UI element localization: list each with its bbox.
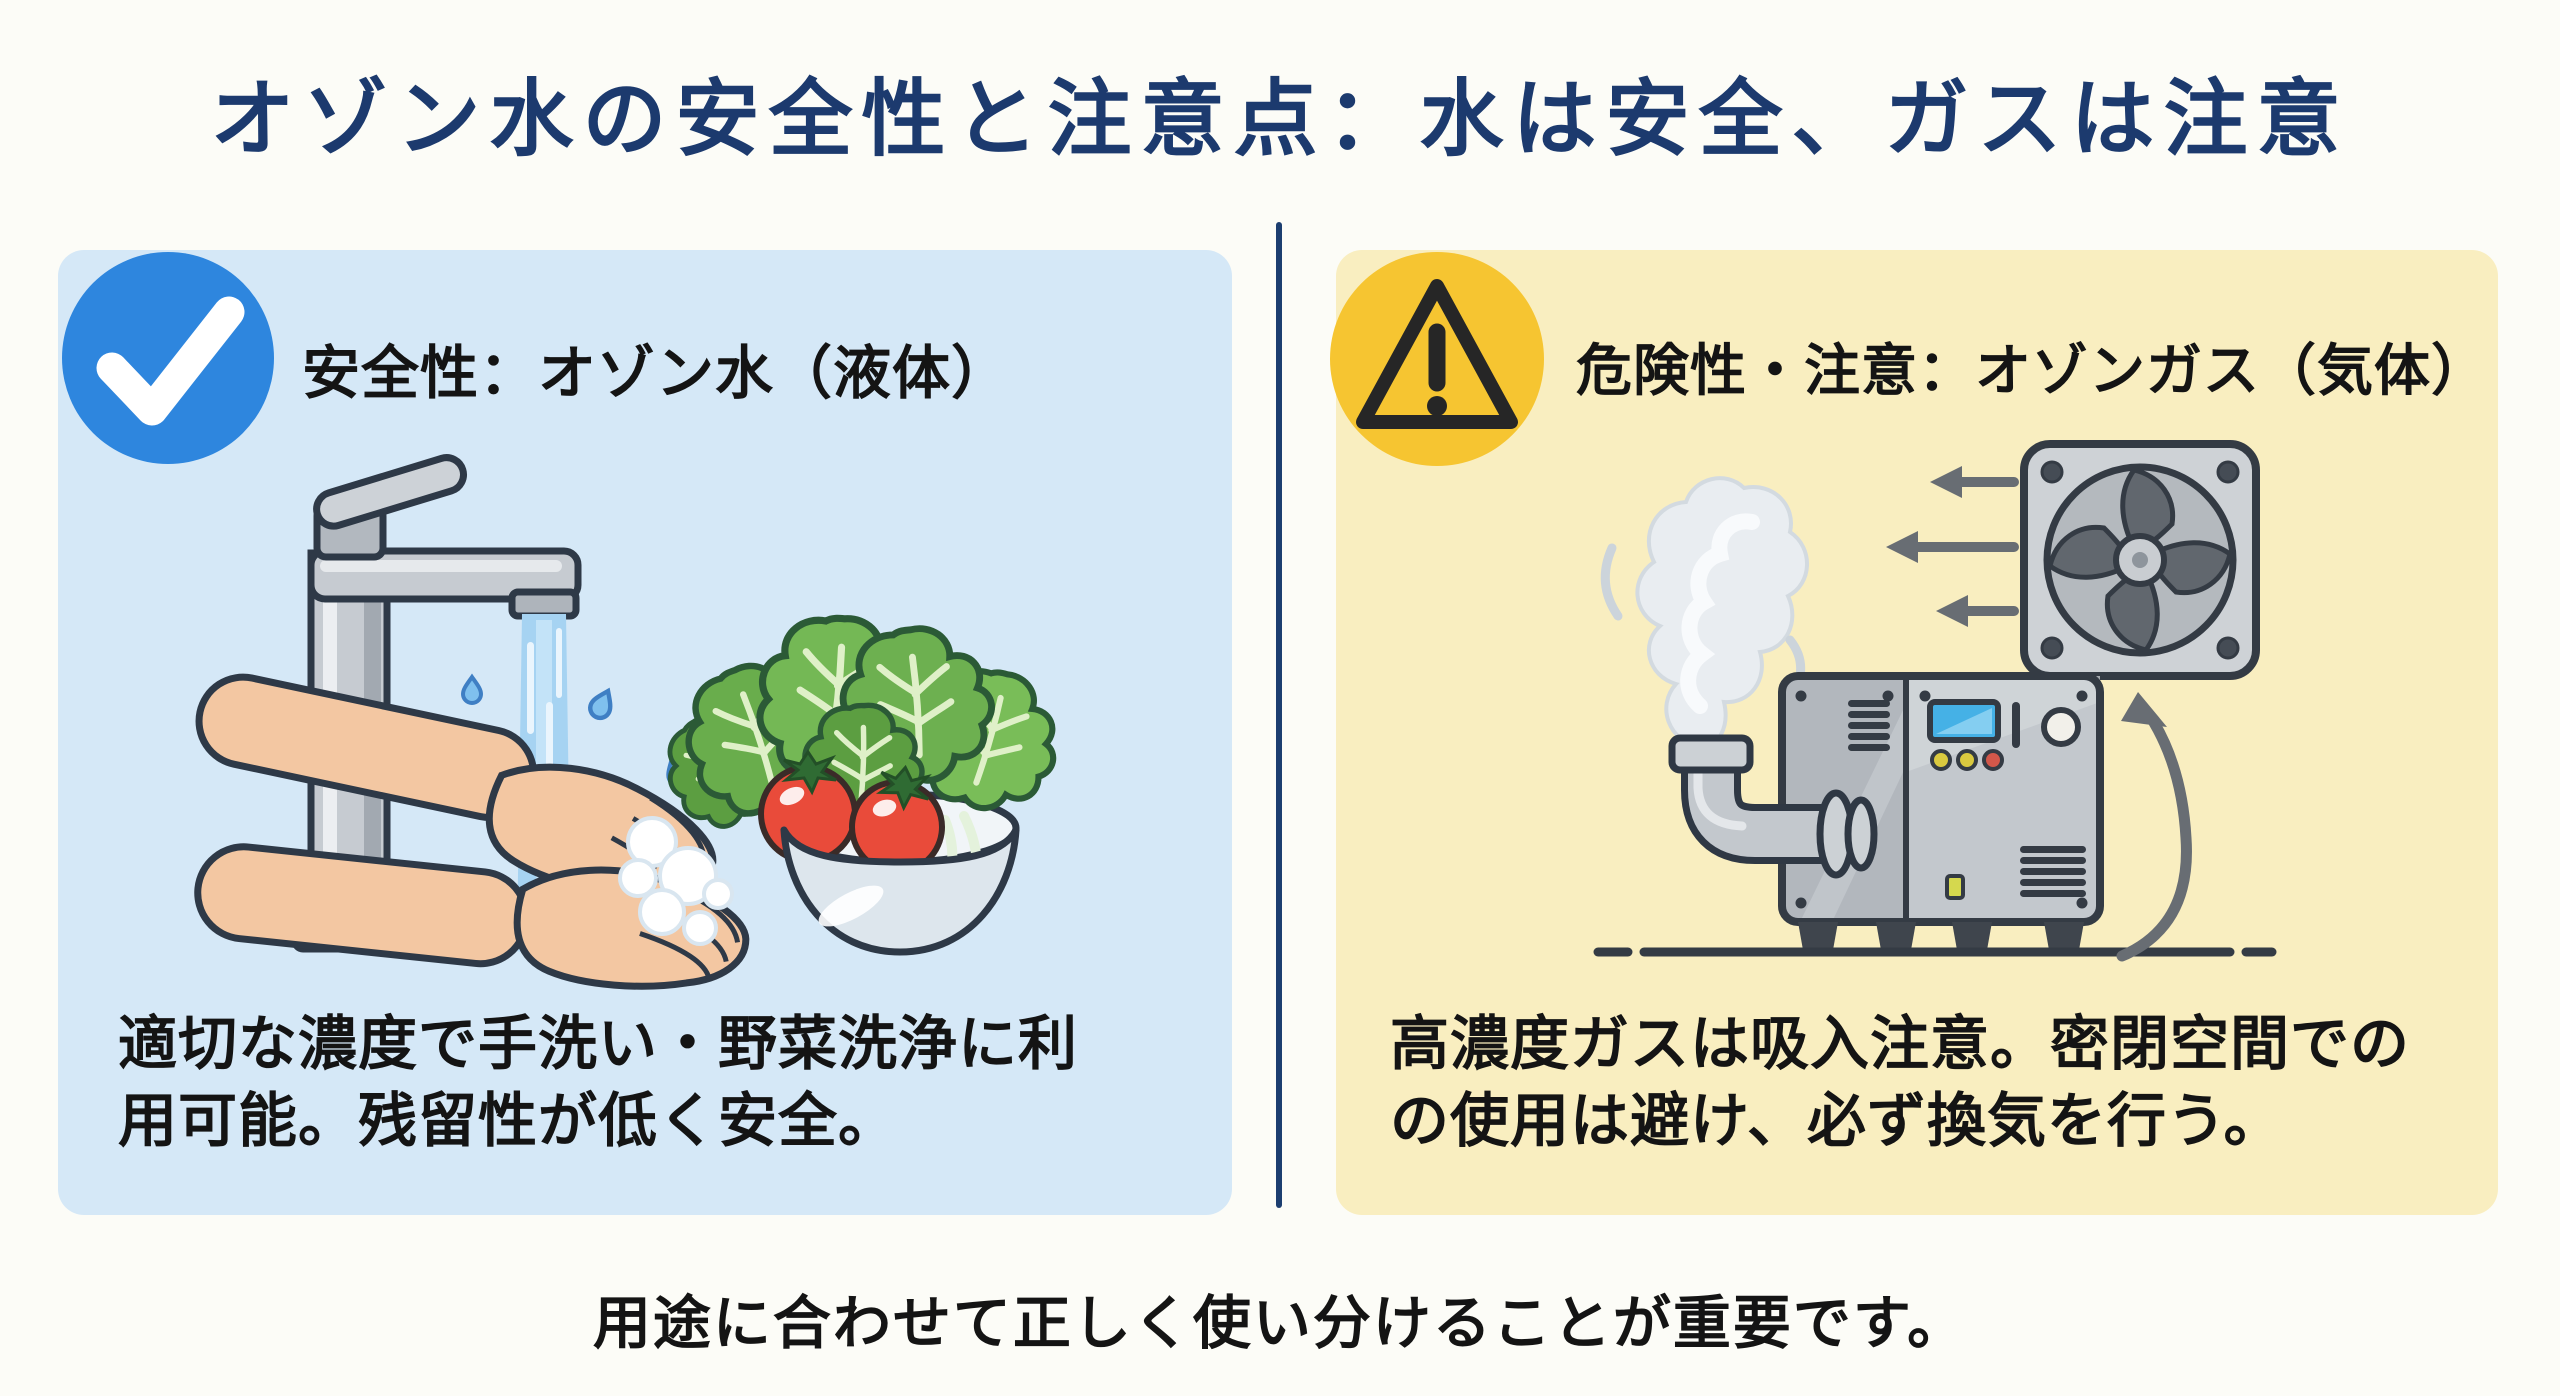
caution-panel-description: 高濃度ガスは吸入注意。密閉空間での の使用は避け、必ず換気を行う。 bbox=[1390, 1006, 2470, 1159]
caution-description-line2: の使用は避け、必ず換気を行う。 bbox=[1390, 1087, 2284, 1154]
safety-panel-description: 適切な濃度で手洗い・野菜洗浄に利 用可能。残留性が低く安全。 bbox=[118, 1006, 1182, 1159]
warning-triangle-icon bbox=[1356, 279, 1518, 429]
panel-divider bbox=[1276, 222, 1282, 1208]
safety-description-line1: 適切な濃度で手洗い・野菜洗浄に利 bbox=[118, 1011, 1079, 1077]
check-badge bbox=[62, 252, 274, 464]
safety-description-line2: 用可能。残留性が低く安全。 bbox=[118, 1087, 899, 1154]
caution-description-line1: 高濃度ガスは吸入注意。密閉空間での bbox=[1390, 1011, 2411, 1077]
safety-panel-title: 安全性：オゾン水（液体） bbox=[302, 341, 1011, 406]
warning-badge bbox=[1330, 252, 1544, 466]
check-icon bbox=[96, 296, 245, 426]
caution-panel-title: 危険性・注意：オゾンガス（気体） bbox=[1576, 339, 2488, 402]
footer-note: 用途に合わせて正しく使い分けることが重要です。 bbox=[592, 1291, 1968, 1356]
page-title: オゾン水の安全性と注意点：水は安全、ガスは注意 bbox=[210, 72, 2350, 166]
